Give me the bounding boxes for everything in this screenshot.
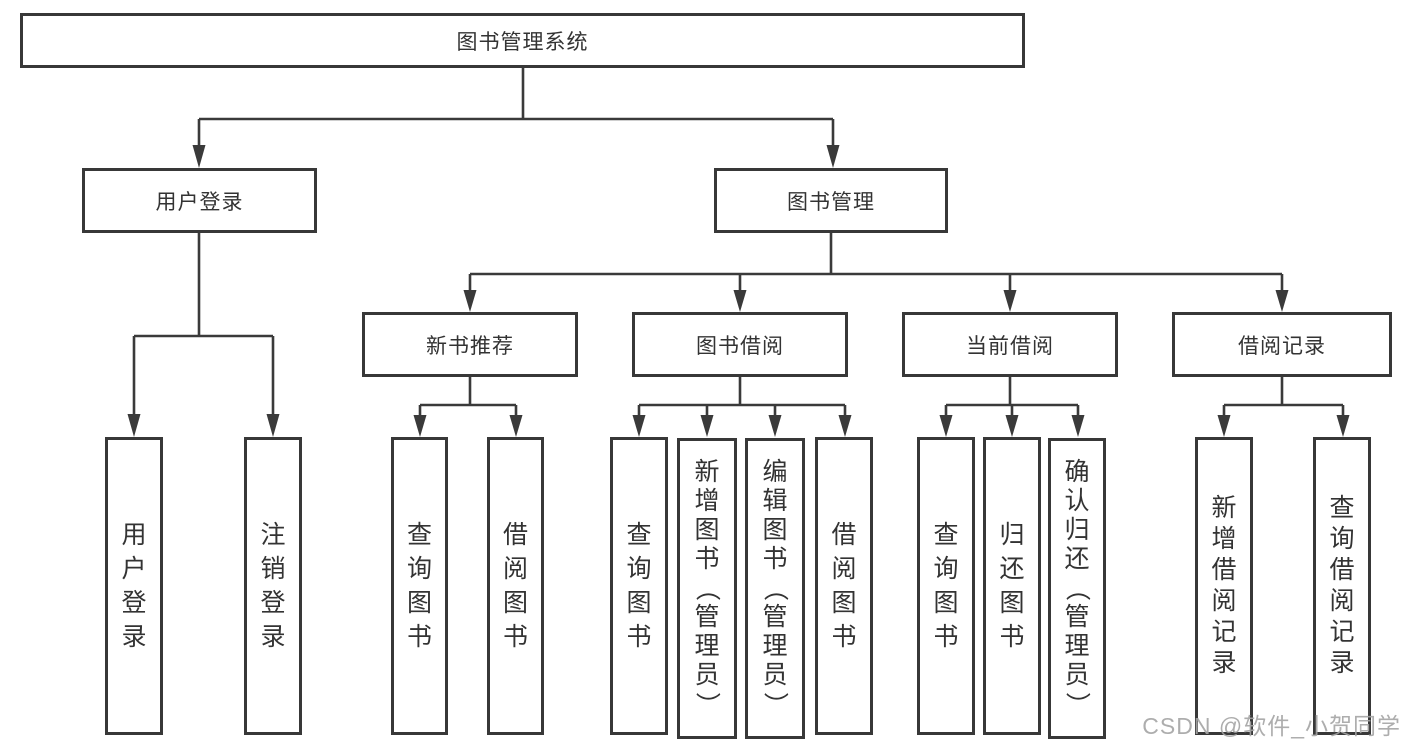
leaf-borrow-books-2: 借阅图书 [815,437,873,735]
leaf-query-books: 查询图书 [391,437,448,735]
node-borrow-records: 借阅记录 [1172,312,1392,377]
leaf-user-login: 用户登录 [105,437,163,735]
leaf-edit-books-admin: 编辑图书（管理员） [745,438,805,739]
leaf-return-books: 归还图书 [983,437,1041,735]
leaf-add-borrow-record: 新增借阅记录 [1195,437,1253,735]
leaf-logout: 注销登录 [244,437,302,735]
node-new-book-recommend: 新书推荐 [362,312,578,377]
node-current-borrow: 当前借阅 [902,312,1118,377]
node-root-library-system: 图书管理系统 [20,13,1025,68]
watermark: CSDN @软件_小贺同学 [1142,713,1401,739]
node-book-borrow: 图书借阅 [632,312,848,377]
node-book-management: 图书管理 [714,168,948,233]
leaf-borrow-books: 借阅图书 [487,437,544,735]
leaf-query-borrow-record: 查询借阅记录 [1313,437,1371,735]
leaf-confirm-return-admin: 确认归还（管理员） [1048,438,1106,739]
node-user-login: 用户登录 [82,168,317,233]
leaf-add-books-admin: 新增图书（管理员） [677,438,737,739]
leaf-query-books-3: 查询图书 [917,437,975,735]
leaf-query-books-2: 查询图书 [610,437,668,735]
